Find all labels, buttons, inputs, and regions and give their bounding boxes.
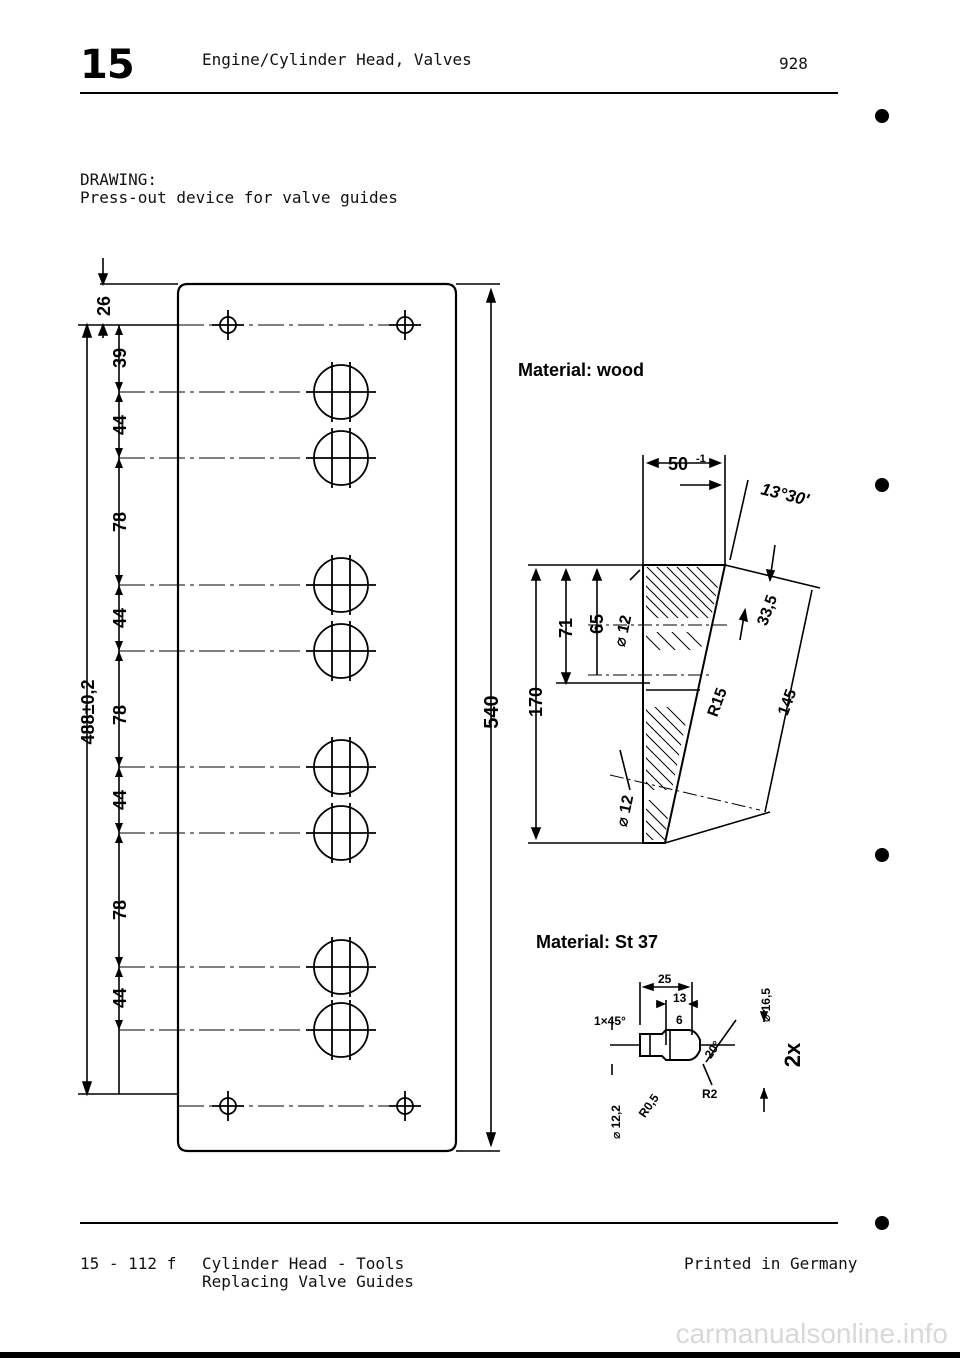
hole-2 (306, 428, 376, 488)
hole-8 (306, 1000, 376, 1060)
pitch-44: 44 (110, 988, 130, 1008)
mount-hole (389, 1091, 421, 1121)
drawing-description: Press-out device for valve guides (80, 188, 398, 207)
footer-printed: Printed in Germany (684, 1254, 858, 1273)
pitch-78: 78 (110, 900, 130, 920)
pin-dia-16: ⌀ 16,5 (759, 988, 773, 1022)
wedge-width: 50 (668, 454, 688, 474)
dim-540: 540 (481, 695, 503, 728)
dim-488-line (78, 258, 178, 1097)
wedge-170: 170 (526, 687, 546, 717)
pin-chamfer: 1×45° (594, 1014, 626, 1028)
hole-1 (306, 362, 376, 422)
binder-hole (875, 848, 889, 862)
pin-qty: 2x (780, 1042, 805, 1067)
pin-13: 13 (673, 991, 687, 1005)
bottom-border (0, 1352, 960, 1358)
page-number: 928 (779, 54, 808, 73)
mount-hole (212, 1091, 244, 1121)
footer-line1: Cylinder Head - Tools (202, 1254, 405, 1273)
footer-rule (80, 1222, 838, 1224)
wedge-33: 33,5 (754, 593, 781, 628)
mount-hole (212, 310, 244, 340)
dim-26: 26 (94, 296, 114, 316)
binder-hole (875, 109, 889, 123)
drawing-label: DRAWING: (80, 170, 158, 189)
wedge-width-tol: -1 (696, 453, 706, 465)
header-rule (80, 92, 838, 94)
pin-material: Material: St 37 (536, 932, 658, 952)
wedge-145: 145 (775, 687, 800, 718)
pitch-78: 78 (110, 705, 130, 725)
wedge-dia-12-bot: ⌀ 12 (614, 794, 637, 829)
mount-hole (389, 310, 421, 340)
pitch-44: 44 (110, 790, 130, 810)
pin-6: 6 (676, 1013, 683, 1027)
dim-540-line (485, 287, 497, 1148)
dim-488: 488±0,2 (78, 680, 98, 745)
pitch-44: 44 (110, 608, 130, 628)
pin-r2: R2 (702, 1087, 718, 1101)
pitch-78: 78 (110, 512, 130, 532)
pitch-39: 39 (110, 348, 130, 368)
press-out-plate (78, 282, 500, 1153)
footer-code: 15 - 112 f (80, 1254, 177, 1273)
wedge-angle: 13°30' (759, 479, 812, 509)
binder-hole (875, 1216, 889, 1230)
wedge-material: Material: wood (518, 360, 644, 380)
binder-hole (875, 478, 889, 492)
section-title: Engine/Cylinder Head, Valves (202, 50, 472, 69)
wedge-71: 71 (556, 618, 576, 638)
wedge-dia-12-top: ⌀ 12 (612, 614, 635, 649)
pitch-44: 44 (110, 415, 130, 435)
plate-holes (212, 310, 421, 1121)
watermark: carmanualsonline.info (675, 1318, 948, 1349)
wedge-radius: R15 (705, 686, 731, 719)
footer-line2: Replacing Valve Guides (202, 1272, 414, 1291)
hole-3 (306, 555, 376, 615)
chapter-number: 15 (80, 42, 135, 88)
hole-5 (306, 737, 376, 797)
wedge-65: 65 (587, 614, 607, 634)
pin-drawing (610, 982, 769, 1112)
pin-25: 25 (658, 972, 672, 986)
pin-dia-12: ⌀ 12,2 (609, 1105, 623, 1139)
hole-7 (306, 937, 376, 997)
hole-4 (306, 621, 376, 681)
hole-6 (306, 803, 376, 863)
wedge-drawing (528, 455, 821, 844)
pin-r05: R0,5 (636, 1091, 662, 1120)
